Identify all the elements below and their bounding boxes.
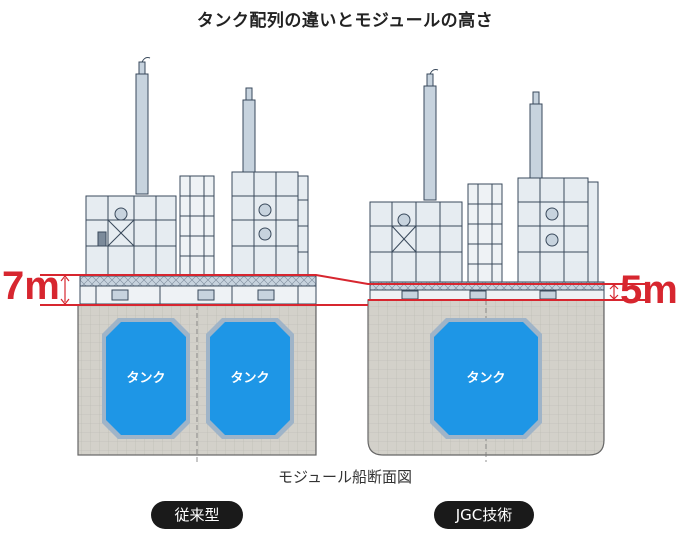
jgc-modules (369, 69, 605, 301)
conventional-tank-left (102, 318, 190, 439)
conventional-tank-right (206, 318, 294, 439)
diagram-caption: モジュール船断面図 (278, 468, 412, 486)
height-indicators (40, 274, 650, 306)
jgc-badge: JGC技術 (434, 501, 534, 529)
tank-label-conventional-left: タンク (126, 371, 165, 386)
conventional-modules (79, 57, 317, 305)
diagram-title: タンク配列の違いとモジュールの高さ (196, 11, 494, 31)
jgc-tank (430, 318, 542, 439)
height-label-jgc: 5m (620, 268, 678, 312)
conventional-badge: 従来型 (151, 501, 243, 529)
tank-label-conventional-right: タンク (230, 371, 269, 386)
tank-label-jgc: タンク (466, 371, 505, 386)
height-label-conventional: 7m (2, 264, 60, 308)
